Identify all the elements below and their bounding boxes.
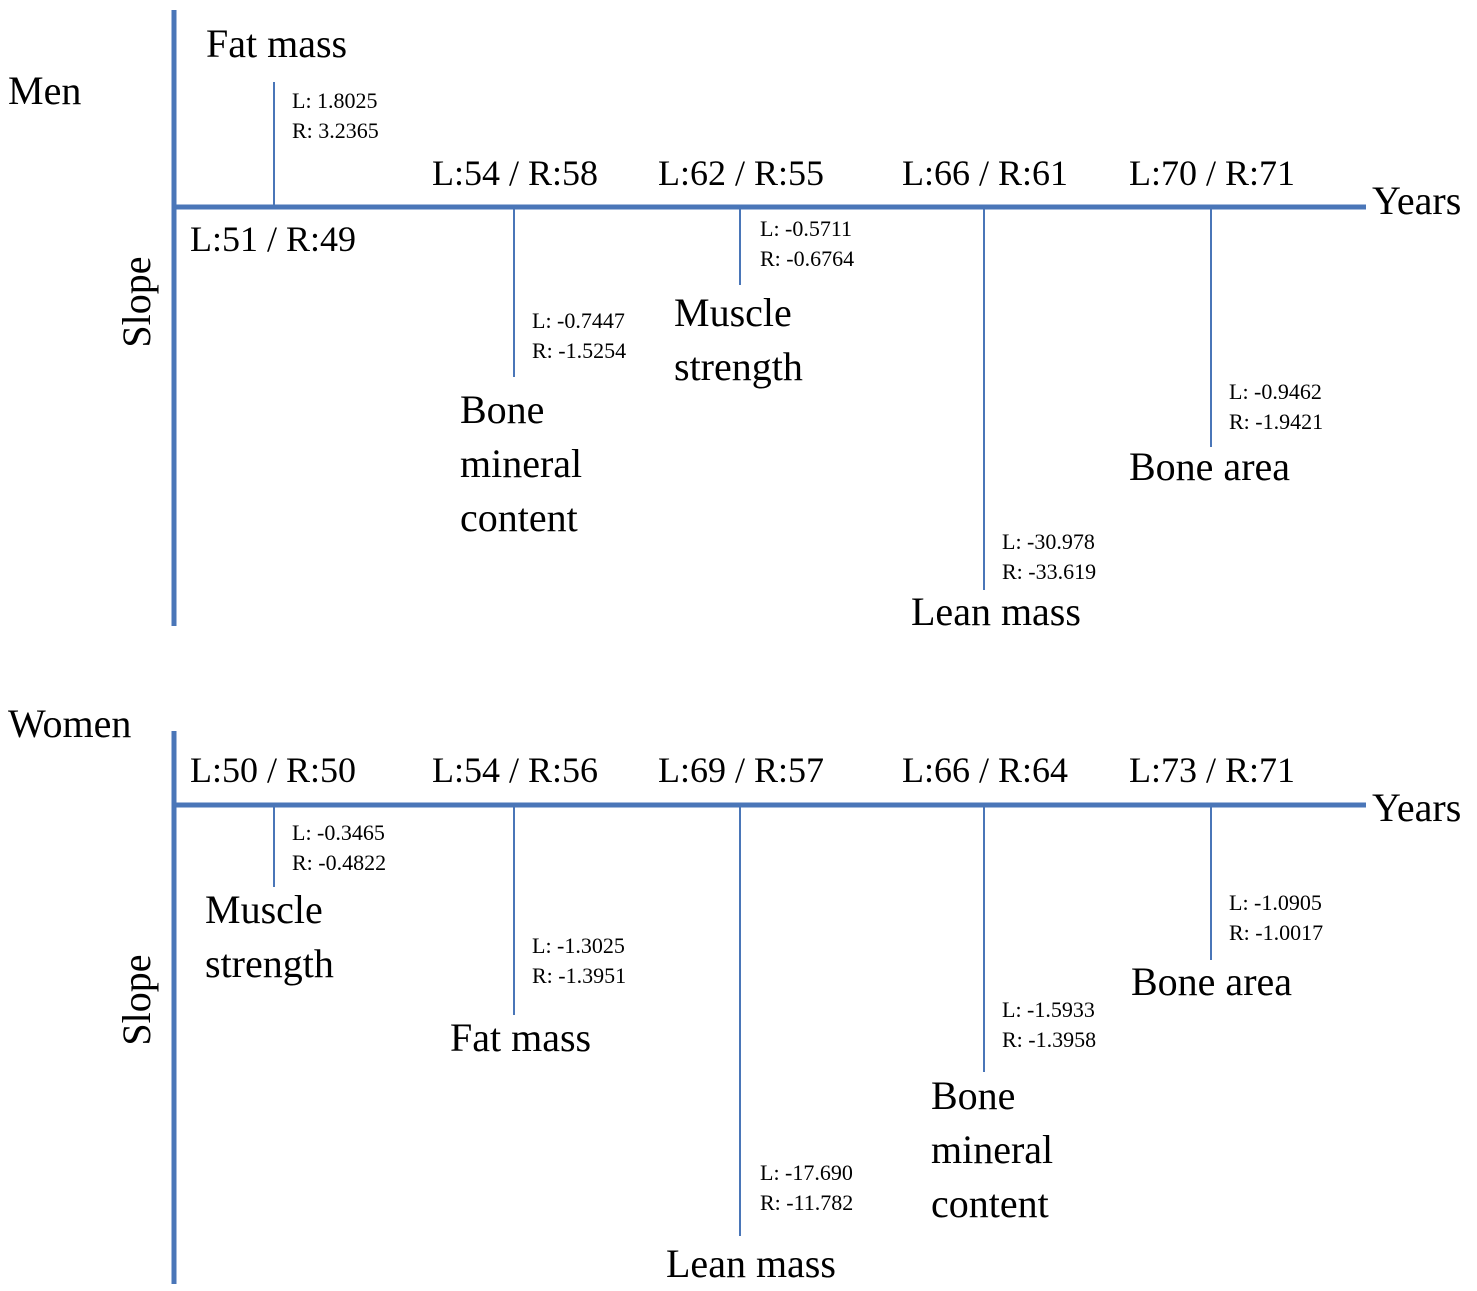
- slope-left-value: L: -0.5711: [760, 216, 852, 241]
- event-ages: L:70 / R:71: [1129, 153, 1295, 193]
- slope-left-value: L: -0.9462: [1229, 379, 1322, 404]
- measure-label: mineral: [931, 1127, 1053, 1172]
- measure-label: Lean mass: [666, 1241, 836, 1286]
- slope-right-value: R: -1.9421: [1229, 409, 1323, 434]
- x-axis-label: Years: [1372, 785, 1461, 830]
- event-marker: L:51 / R:49 L: 1.8025 R: 3.2365 Fat mass: [190, 21, 379, 259]
- measure-label: content: [460, 495, 578, 540]
- slope-right-value: R: 3.2365: [292, 118, 379, 143]
- measure-label: Bone area: [1129, 444, 1290, 489]
- measure-label: Bone area: [1131, 959, 1292, 1004]
- measure-label: mineral: [460, 441, 582, 486]
- slope-left-value: L: -1.5933: [1002, 997, 1095, 1022]
- y-axis-label: Slope: [114, 256, 159, 347]
- slope-right-value: R: -0.6764: [760, 246, 854, 271]
- event-ages: L:50 / R:50: [190, 750, 356, 790]
- slope-left-value: L: -17.690: [760, 1160, 853, 1185]
- measure-label: Muscle: [674, 290, 792, 335]
- measure-label: Bone: [931, 1073, 1015, 1118]
- slope-left-value: L: -0.3465: [292, 820, 385, 845]
- event-ages: L:54 / R:58: [432, 153, 598, 193]
- measure-label: Bone: [460, 387, 544, 432]
- panel-label: Women: [8, 701, 131, 746]
- slope-right-value: R: -11.782: [760, 1190, 853, 1215]
- measure-label: strength: [674, 344, 803, 389]
- measure-label: Lean mass: [911, 589, 1081, 634]
- slope-left-value: L: -30.978: [1002, 529, 1095, 554]
- slope-left-value: L: 1.8025: [292, 88, 378, 113]
- event-ages: L:54 / R:56: [432, 750, 598, 790]
- event-ages: L:66 / R:64: [902, 750, 1068, 790]
- slope-left-value: L: -0.7447: [532, 308, 625, 333]
- measure-label: strength: [205, 941, 334, 986]
- slope-right-value: R: -1.3951: [532, 963, 626, 988]
- x-axis-label: Years: [1372, 178, 1461, 223]
- panel-label: Men: [8, 68, 81, 113]
- slope-right-value: R: -0.4822: [292, 850, 386, 875]
- measure-label: Fat mass: [450, 1015, 591, 1060]
- slope-right-value: R: -1.5254: [532, 338, 626, 363]
- slope-right-value: R: -33.619: [1002, 559, 1096, 584]
- slope-right-value: R: -1.3958: [1002, 1027, 1096, 1052]
- measure-label: Fat mass: [206, 21, 347, 66]
- event-ages: L:62 / R:55: [658, 153, 824, 193]
- measure-label: Muscle: [205, 887, 323, 932]
- slope-left-value: L: -1.0905: [1229, 890, 1322, 915]
- event-ages: L:69 / R:57: [658, 750, 824, 790]
- slope-right-value: R: -1.0017: [1229, 920, 1323, 945]
- event-ages: L:66 / R:61: [902, 153, 1068, 193]
- event-ages: L:51 / R:49: [190, 219, 356, 259]
- y-axis-label: Slope: [114, 954, 159, 1045]
- slope-left-value: L: -1.3025: [532, 933, 625, 958]
- event-ages: L:73 / R:71: [1129, 750, 1295, 790]
- measure-label: content: [931, 1181, 1049, 1226]
